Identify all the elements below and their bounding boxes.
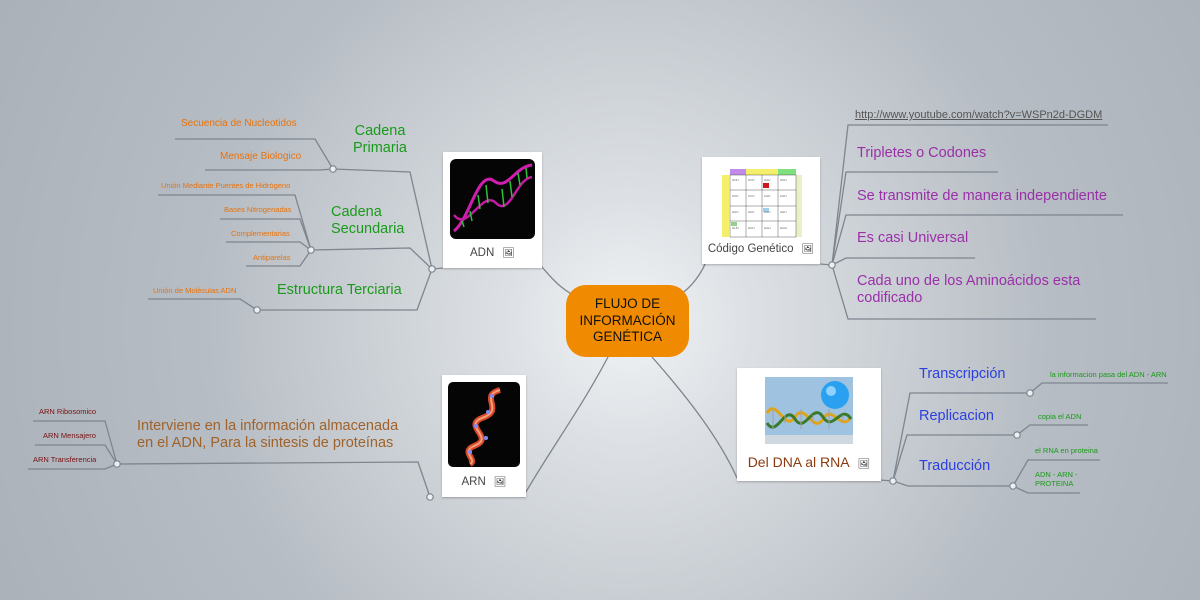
image-icon[interactable]: 🖼 bbox=[801, 244, 815, 255]
codigo-genetico-card[interactable]: UUU UCU UAU UGU CUU CCU CAU CGU AUU ACU AAU AGU G… bbox=[702, 157, 820, 264]
arn-interviene-line2: en el ADN, Para la sintesis de proteínas bbox=[137, 435, 394, 452]
svg-text:UCU: UCU bbox=[748, 178, 755, 182]
estructura-terciaria-topic[interactable]: Estructura Terciaria bbox=[277, 282, 402, 298]
arn-mensajero[interactable]: ARN Mensajero bbox=[43, 431, 96, 440]
central-topic[interactable]: FLUJO DE INFORMACIÓN GENÉTICA bbox=[566, 285, 689, 357]
rna-en-proteina[interactable]: el RNA en proteina bbox=[1035, 446, 1098, 455]
svg-text:CCU: CCU bbox=[748, 194, 754, 198]
union-puentes-hidrogeno[interactable]: Unión Mediante Puentes de Hidrógeno bbox=[161, 181, 291, 190]
svg-text:UGU: UGU bbox=[780, 178, 787, 182]
transcripcion-topic[interactable]: Transcripción bbox=[919, 366, 1006, 382]
dna-helix-image bbox=[450, 159, 535, 239]
copia-adn[interactable]: copia el ADN bbox=[1038, 412, 1082, 421]
svg-text:AGU: AGU bbox=[780, 210, 787, 214]
rna-molecule-image bbox=[448, 382, 520, 467]
svg-text:CUU: CUU bbox=[732, 194, 739, 198]
svg-text:AAU: AAU bbox=[764, 210, 770, 214]
svg-text:GCU: GCU bbox=[748, 226, 755, 230]
traduccion-topic[interactable]: Traducción bbox=[919, 458, 991, 474]
svg-text:GAU: GAU bbox=[764, 226, 771, 230]
image-icon[interactable]: 🖼 bbox=[857, 459, 871, 470]
tripletes-codones[interactable]: Tripletes o Codones bbox=[857, 145, 987, 161]
arn-ribosomico[interactable]: ARN Ribosomico bbox=[39, 407, 97, 416]
secuencia-nucleotidos[interactable]: Secuencia de Nucleotidos bbox=[181, 118, 297, 129]
svg-text:CAU: CAU bbox=[764, 194, 770, 198]
adn-arn-proteina-line1: ADN - ARN - bbox=[1035, 470, 1078, 479]
complementarias[interactable]: Complementarias bbox=[231, 229, 290, 238]
arn-interviene-line1: Interviene en la información almacenada bbox=[137, 418, 399, 434]
dna-replication-image bbox=[765, 377, 853, 444]
arn-card[interactable]: ARN 🖼 bbox=[442, 375, 526, 497]
adn-card[interactable]: ADN 🖼 bbox=[443, 152, 542, 268]
bases-nitrogenadas[interactable]: Bases Nitrogenadas bbox=[224, 205, 292, 214]
cadena-secundaria-topic[interactable]: Cadena Secundaria bbox=[331, 204, 404, 239]
svg-text:UUU: UUU bbox=[732, 178, 739, 182]
adn-caption: ADN bbox=[470, 247, 495, 259]
cadena-primaria-topic[interactable]: Cadena Primaria bbox=[353, 123, 407, 158]
adn-arn-proteina[interactable]: ADN - ARN - PROTEINA bbox=[1035, 470, 1078, 488]
central-topic-line3: GENÉTICA bbox=[592, 329, 662, 345]
central-topic-line2: INFORMACIÓN bbox=[579, 312, 676, 328]
aminoacidos-codificado[interactable]: Cada uno de los Aminoácidos esta codific… bbox=[857, 273, 1080, 308]
arn-caption: ARN bbox=[461, 476, 486, 488]
union-moleculas-adn[interactable]: Unión de Moléculas ADN bbox=[153, 286, 237, 295]
transmite-independiente[interactable]: Se transmite de manera independiente bbox=[857, 188, 1107, 204]
cadena-primaria-line2: Primaria bbox=[353, 140, 407, 157]
svg-text:CGU: CGU bbox=[780, 194, 787, 198]
cadena-secundaria-line1: Cadena bbox=[331, 204, 382, 220]
svg-text:GUU: GUU bbox=[732, 226, 739, 230]
dna-rna-caption: Del DNA al RNA bbox=[747, 454, 850, 470]
antiparelas[interactable]: Antiparelas bbox=[253, 253, 291, 262]
image-icon[interactable]: 🖼 bbox=[493, 477, 507, 488]
aminoacidos-line1: Cada uno de los Aminoácidos esta bbox=[857, 273, 1081, 289]
svg-text:ACU: ACU bbox=[748, 210, 754, 214]
dna-rna-card[interactable]: Del DNA al RNA 🖼 bbox=[737, 368, 881, 481]
codigo-genetico-caption: Código Genético bbox=[707, 243, 794, 255]
arn-transferencia[interactable]: ARN Transferencia bbox=[33, 455, 97, 464]
genetic-code-table-image: UUU UCU UAU UGU CUU CCU CAU CGU AUU ACU AAU AGU G… bbox=[716, 163, 806, 239]
replicacion-topic[interactable]: Replicacion bbox=[919, 408, 994, 424]
svg-text:GGU: GGU bbox=[780, 226, 787, 230]
casi-universal[interactable]: Es casi Universal bbox=[857, 230, 969, 246]
arn-interviene-topic[interactable]: Interviene en la información almacenada … bbox=[137, 418, 398, 453]
aminoacidos-line2: codificado bbox=[857, 290, 923, 307]
svg-text:AUU: AUU bbox=[732, 210, 738, 214]
image-icon[interactable]: 🖼 bbox=[502, 248, 515, 259]
adn-arn-proteina-line2: PROTEINA bbox=[1035, 479, 1074, 488]
informacion-pasa[interactable]: la informacion pasa del ADN - ARN bbox=[1050, 370, 1167, 379]
central-topic-line1: FLUJO DE bbox=[594, 295, 661, 311]
cadena-primaria-line1: Cadena bbox=[354, 123, 406, 139]
youtube-link[interactable]: http://www.youtube.com/watch?v=WSPn2d-DG… bbox=[855, 109, 1103, 121]
svg-text:UAU: UAU bbox=[764, 178, 770, 182]
mensaje-biologico[interactable]: Mensaje Biologico bbox=[220, 151, 302, 162]
cadena-secundaria-line2: Secundaria bbox=[331, 221, 405, 238]
